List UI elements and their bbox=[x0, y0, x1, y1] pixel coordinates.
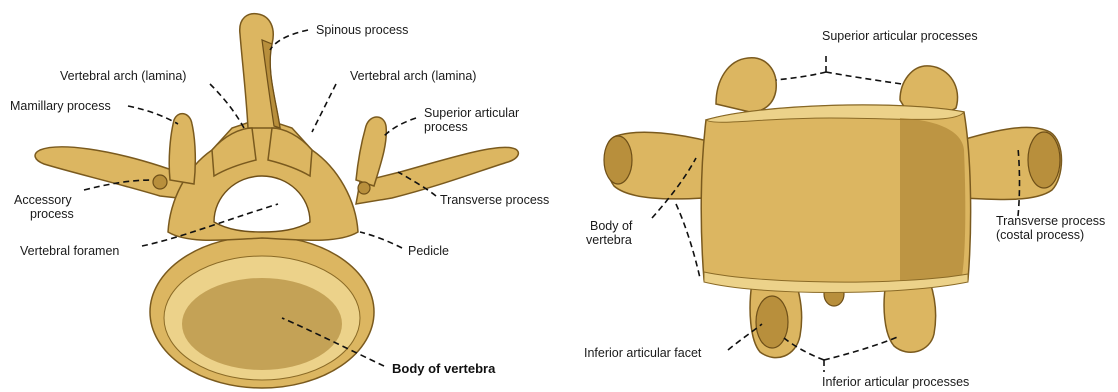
label-transverse-process-line2: (costal process) bbox=[996, 228, 1084, 242]
leader-pedicle bbox=[360, 232, 402, 248]
leader-mamillary-process bbox=[128, 106, 178, 124]
leader-superior-articular-processes-right bbox=[826, 72, 902, 84]
leader-vertebral-arch-right bbox=[312, 84, 336, 132]
label-inferior-articular-processes: Inferior articular processes bbox=[822, 375, 969, 389]
right-superior-articular-process bbox=[356, 117, 386, 186]
label-mamillary-process: Mamillary process bbox=[10, 99, 111, 113]
label-body-of-vertebra-line2: vertebra bbox=[586, 233, 632, 247]
label-superior-articular-processes: Superior articular processes bbox=[822, 29, 978, 43]
left-accessory-process bbox=[153, 175, 167, 189]
leader-body-of-vertebra-lower bbox=[676, 204, 700, 278]
vertebral-body-trabecular bbox=[182, 278, 342, 370]
label-superior-articular-process-line2: process bbox=[424, 120, 468, 134]
right-accessory-process bbox=[358, 182, 370, 194]
leader-spinous-process bbox=[270, 30, 308, 50]
leader-inferior-articular-processes-right bbox=[824, 336, 900, 360]
leader-vertebral-arch-left bbox=[210, 84, 244, 128]
label-vertebral-arch-right: Vertebral arch (lamina) bbox=[350, 69, 476, 83]
label-vertebral-foramen: Vertebral foramen bbox=[20, 244, 119, 258]
left-mamillary-process bbox=[169, 114, 195, 184]
label-accessory-process-line1: Accessory bbox=[14, 193, 72, 207]
label-transverse-process-line1: Transverse process bbox=[996, 214, 1105, 228]
anterior-left-transverse-tip bbox=[604, 136, 632, 184]
anterior-left-superior-articular-process bbox=[716, 58, 776, 112]
label-body-of-vertebra-line1: Body of bbox=[590, 219, 633, 233]
label-transverse-process: Transverse process bbox=[440, 193, 549, 207]
label-pedicle: Pedicle bbox=[408, 244, 449, 258]
label-body-of-vertebra: Body of vertebra bbox=[392, 361, 496, 376]
label-accessory-process-line2: process bbox=[30, 207, 74, 221]
label-vertebral-arch-left: Vertebral arch (lamina) bbox=[60, 69, 186, 83]
leader-superior-articular-processes-left bbox=[776, 72, 826, 80]
anterior-inferior-articular-facet bbox=[756, 296, 788, 348]
anterior-right-transverse-tip bbox=[1028, 132, 1060, 188]
anterior-view-illustration bbox=[604, 58, 1062, 358]
anterior-right-inferior-articular-process bbox=[884, 282, 936, 352]
leader-superior-articular-process bbox=[384, 118, 416, 136]
label-inferior-articular-facet: Inferior articular facet bbox=[584, 346, 702, 360]
label-superior-articular-process-line1: Superior articular bbox=[424, 106, 519, 120]
anterior-vertebral-body-shadow bbox=[900, 118, 965, 284]
label-spinous-process: Spinous process bbox=[316, 23, 408, 37]
